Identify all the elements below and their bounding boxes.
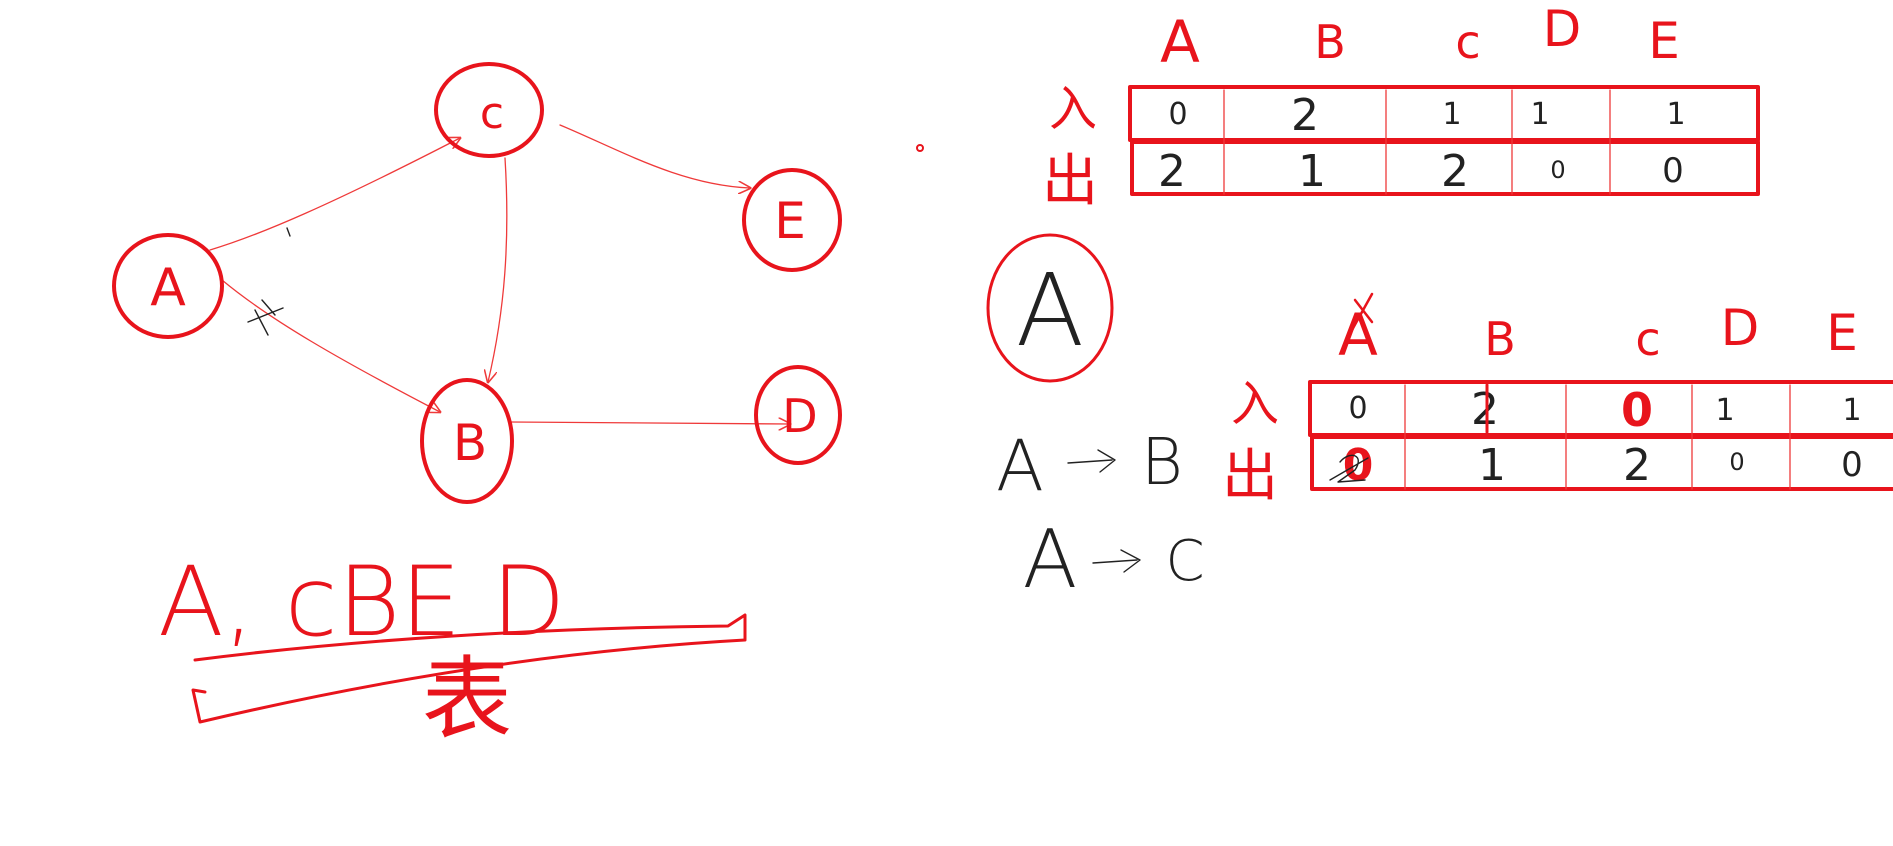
table-char: 表 — [422, 647, 512, 752]
t2-col-c: c — [1635, 312, 1660, 366]
note-a-to-b-arrow — [1067, 449, 1116, 473]
t2-grid-row-1 — [1308, 380, 1893, 437]
t1-col-d: D — [1543, 0, 1582, 58]
edge-a-c — [209, 138, 460, 251]
node-a-label: A — [150, 258, 186, 318]
t2-cell: 0 — [1841, 445, 1863, 485]
t1-cell: 1 — [1298, 146, 1326, 197]
stray-dot — [916, 144, 924, 152]
t1-cell: 2 — [1291, 90, 1319, 141]
in-out-degree-table-2: A B c D E 入 出 0 2 0 1 1 0 1 2 0 0 — [1222, 292, 1893, 509]
t1-col-c: c — [1455, 15, 1480, 69]
strike-mark — [247, 299, 284, 336]
t1-row-out: 出 — [1042, 149, 1098, 214]
node-b-circle — [420, 378, 514, 504]
t1-col-e: E — [1648, 12, 1680, 70]
notes: A B A C — [996, 425, 1205, 606]
t1-cell: 0 — [1168, 97, 1187, 132]
node-e-label: E — [774, 192, 806, 250]
node-c-label: c — [480, 88, 504, 139]
t2-cell: 0 — [1348, 391, 1367, 426]
t1-col-b: B — [1314, 15, 1346, 69]
note-a-to-c-to: C — [1165, 529, 1204, 594]
note-a-to-b-from: A — [996, 425, 1044, 507]
node-e-circle — [742, 168, 842, 272]
node-d: D — [754, 365, 842, 465]
t1-col-a: A — [1160, 8, 1200, 76]
node-d-circle — [754, 365, 842, 465]
note-a-to-c-arrow — [1092, 549, 1141, 573]
t1-cell: 2 — [1158, 146, 1186, 197]
node-b-label: B — [453, 414, 487, 472]
circled-a: A — [986, 233, 1114, 383]
t2-row-out: 出 — [1222, 444, 1278, 509]
t2-row-in: 入 — [1231, 376, 1279, 432]
in-out-degree-table-1: A B c D E 入 出 0 2 1 1 1 2 1 2 0 0 — [1042, 0, 1760, 214]
node-d-label: D — [782, 389, 817, 443]
t2-cell: 1 — [1478, 440, 1506, 491]
order-note: A, cBE D 表 — [158, 546, 747, 752]
circled-a-label: A — [1016, 252, 1084, 369]
t1-cell: 1 — [1442, 97, 1461, 132]
order-underline — [191, 613, 747, 724]
node-a-circle — [112, 233, 224, 339]
edge-c-b — [488, 157, 508, 382]
t1-cell: 0 — [1550, 156, 1565, 184]
note-a-to-b: A B — [996, 425, 1183, 507]
edge-a-b — [221, 279, 440, 412]
tick-mark — [286, 227, 291, 237]
node-b: B — [420, 378, 514, 504]
t1-row-in: 入 — [1049, 81, 1097, 137]
note-a-to-c-from: A — [1023, 513, 1078, 606]
note-a-to-c: A C — [1023, 513, 1205, 606]
t1-cell: 2 — [1441, 146, 1469, 197]
t2-cell: 1 — [1842, 393, 1861, 428]
t2-col-e: E — [1826, 304, 1858, 362]
node-c-circle — [434, 62, 544, 158]
t2-cell: 1 — [1715, 393, 1734, 428]
t2-cell: 2 — [1471, 384, 1499, 435]
t2-cell: 0 — [1729, 448, 1744, 476]
t2-cell-a-old-value — [1329, 454, 1369, 483]
t2-cell: 2 — [1623, 440, 1651, 491]
edge-b-d — [509, 422, 790, 424]
graph: A c E B D — [112, 62, 842, 504]
t2-cell: 0 — [1621, 383, 1653, 437]
note-a-to-b-to: B — [1141, 426, 1183, 500]
t2-col-b: B — [1484, 312, 1516, 366]
order-text: A, cBE D — [158, 546, 565, 658]
t1-grid-row-2 — [1130, 140, 1760, 196]
node-a: A — [112, 233, 224, 339]
t2-grid-row-2 — [1310, 435, 1893, 491]
edge-c-e — [559, 124, 750, 188]
t1-cell: 1 — [1666, 97, 1685, 132]
t1-cell: 0 — [1662, 151, 1684, 191]
t2-col-a: A — [1338, 301, 1378, 369]
t2-col-a-cross — [1350, 292, 1374, 332]
t2-col-d: D — [1721, 299, 1760, 357]
node-e: E — [742, 168, 842, 272]
t1-cell: 1 — [1530, 97, 1549, 132]
node-c: c — [434, 62, 544, 158]
circled-a-ring — [986, 233, 1114, 383]
